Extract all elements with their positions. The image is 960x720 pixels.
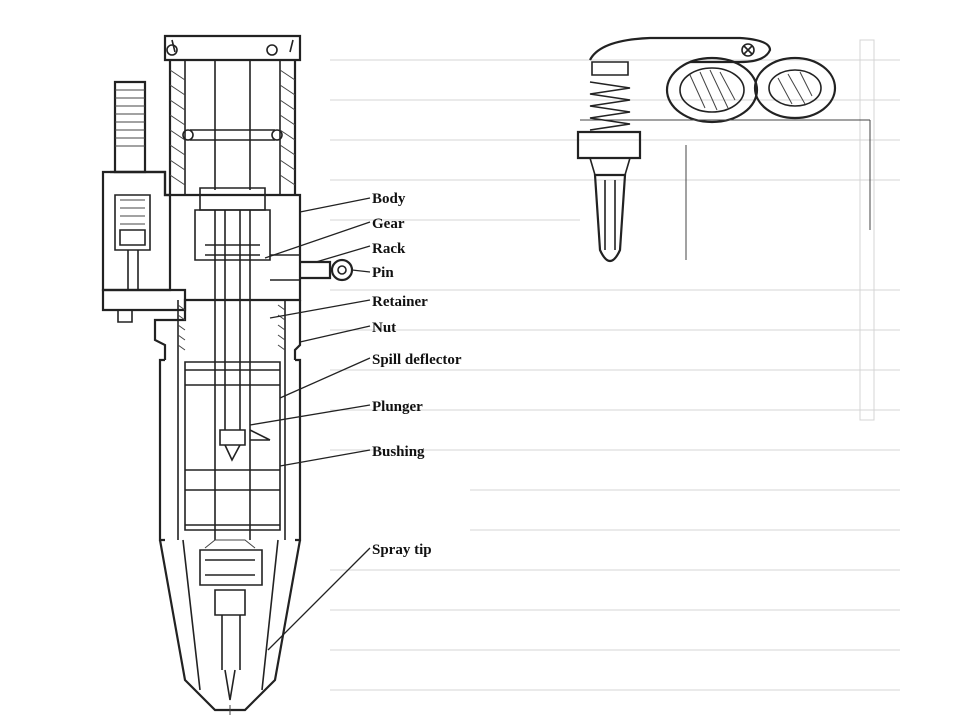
leader-spray-tip <box>267 547 371 651</box>
label-spill-deflector: Spill deflector <box>372 352 462 368</box>
label-rack: Rack <box>372 241 406 257</box>
injector-cross-section <box>101 34 354 715</box>
leader-plunger <box>249 404 371 426</box>
leader-spill-deflector <box>279 357 371 399</box>
leader-bushing <box>279 449 371 467</box>
spring-hatch <box>169 69 296 186</box>
nut-thread <box>177 304 286 351</box>
leader-nut <box>299 325 371 343</box>
part-labels: Body Gear Rack Pin Retainer Nut Spill de… <box>249 191 462 651</box>
label-body: Body <box>372 191 406 207</box>
stud-thread <box>115 89 145 147</box>
label-spray-tip: Spray tip <box>372 542 432 558</box>
label-retainer: Retainer <box>372 294 428 310</box>
background-bleed-text <box>330 39 900 691</box>
label-gear: Gear <box>372 216 405 232</box>
label-pin: Pin <box>372 265 394 281</box>
leader-retainer <box>269 299 371 319</box>
label-bushing: Bushing <box>372 444 425 460</box>
rocker-arm-inset <box>576 36 871 263</box>
label-nut: Nut <box>372 320 396 336</box>
inset-spring <box>589 81 631 131</box>
leader-gear <box>264 221 371 259</box>
label-plunger: Plunger <box>372 399 423 415</box>
leader-body <box>299 197 371 213</box>
leader-pin <box>351 269 371 273</box>
leader-rack <box>315 245 371 263</box>
cam-hatch <box>689 69 736 111</box>
